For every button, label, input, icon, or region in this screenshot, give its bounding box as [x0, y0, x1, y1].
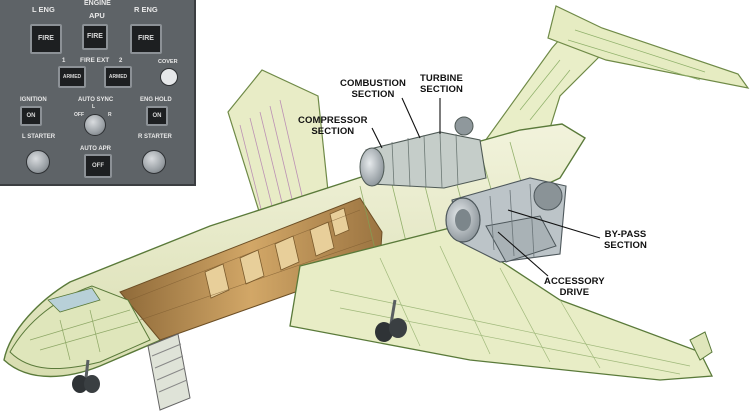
ignition-button[interactable]: ON [20, 106, 42, 126]
r-starter-label: R STARTER [138, 134, 172, 140]
bypass-leader [507, 209, 601, 239]
r-eng-fire-button[interactable]: FIRE [130, 24, 162, 54]
fire-ext-1-label: 1 [62, 58, 66, 64]
r-starter-knob[interactable] [142, 150, 166, 174]
airstair [147, 333, 191, 411]
combustion-leader [401, 97, 421, 139]
nose-landing-gear [72, 359, 100, 393]
cover-label: COVER [158, 59, 178, 65]
l-starter-label: L STARTER [22, 134, 56, 140]
autosync-r-label: R [108, 112, 112, 118]
cover-knob[interactable] [160, 68, 178, 86]
l-eng-label: L ENG [32, 5, 55, 14]
autosync-label: AUTO SYNC [78, 97, 114, 103]
ignition-label: IGNITION [20, 97, 47, 103]
accessory-leader [497, 231, 549, 277]
autoapr-label: AUTO APR [80, 146, 112, 152]
eng-hold-label: ENG HOLD [140, 97, 172, 103]
autosync-l-label: L [92, 104, 96, 110]
upper-engine [359, 116, 487, 189]
l-starter-knob[interactable] [26, 150, 50, 174]
cockpit [9, 285, 151, 370]
autosync-selector-knob[interactable] [84, 114, 106, 136]
fire-ext-1-button[interactable]: ARMED [58, 66, 86, 88]
fire-ext-2-button[interactable]: ARMED [104, 66, 132, 88]
fire-ext-2-label: 2 [119, 58, 123, 64]
apu-fire-button[interactable]: FIRE [82, 24, 108, 50]
fire-ext-label: FIRE EXT [80, 57, 110, 64]
apu-label: APU [89, 11, 105, 20]
eng-hold-button[interactable]: ON [146, 106, 168, 126]
main-landing-gear [375, 299, 407, 342]
panel-header: ENGINE [84, 0, 111, 7]
engine-control-panel: ENGINE L ENG APU R ENG FIRE FIRE FIRE FI… [0, 0, 196, 186]
autoapr-button[interactable]: OFF [84, 154, 112, 178]
compressor-leader [371, 127, 383, 149]
l-eng-fire-button[interactable]: FIRE [30, 24, 62, 54]
horizontal-stabilizer [547, 5, 750, 89]
autosync-off-label: OFF [74, 112, 84, 118]
lower-engine [445, 177, 567, 263]
r-eng-label: R ENG [134, 5, 158, 14]
